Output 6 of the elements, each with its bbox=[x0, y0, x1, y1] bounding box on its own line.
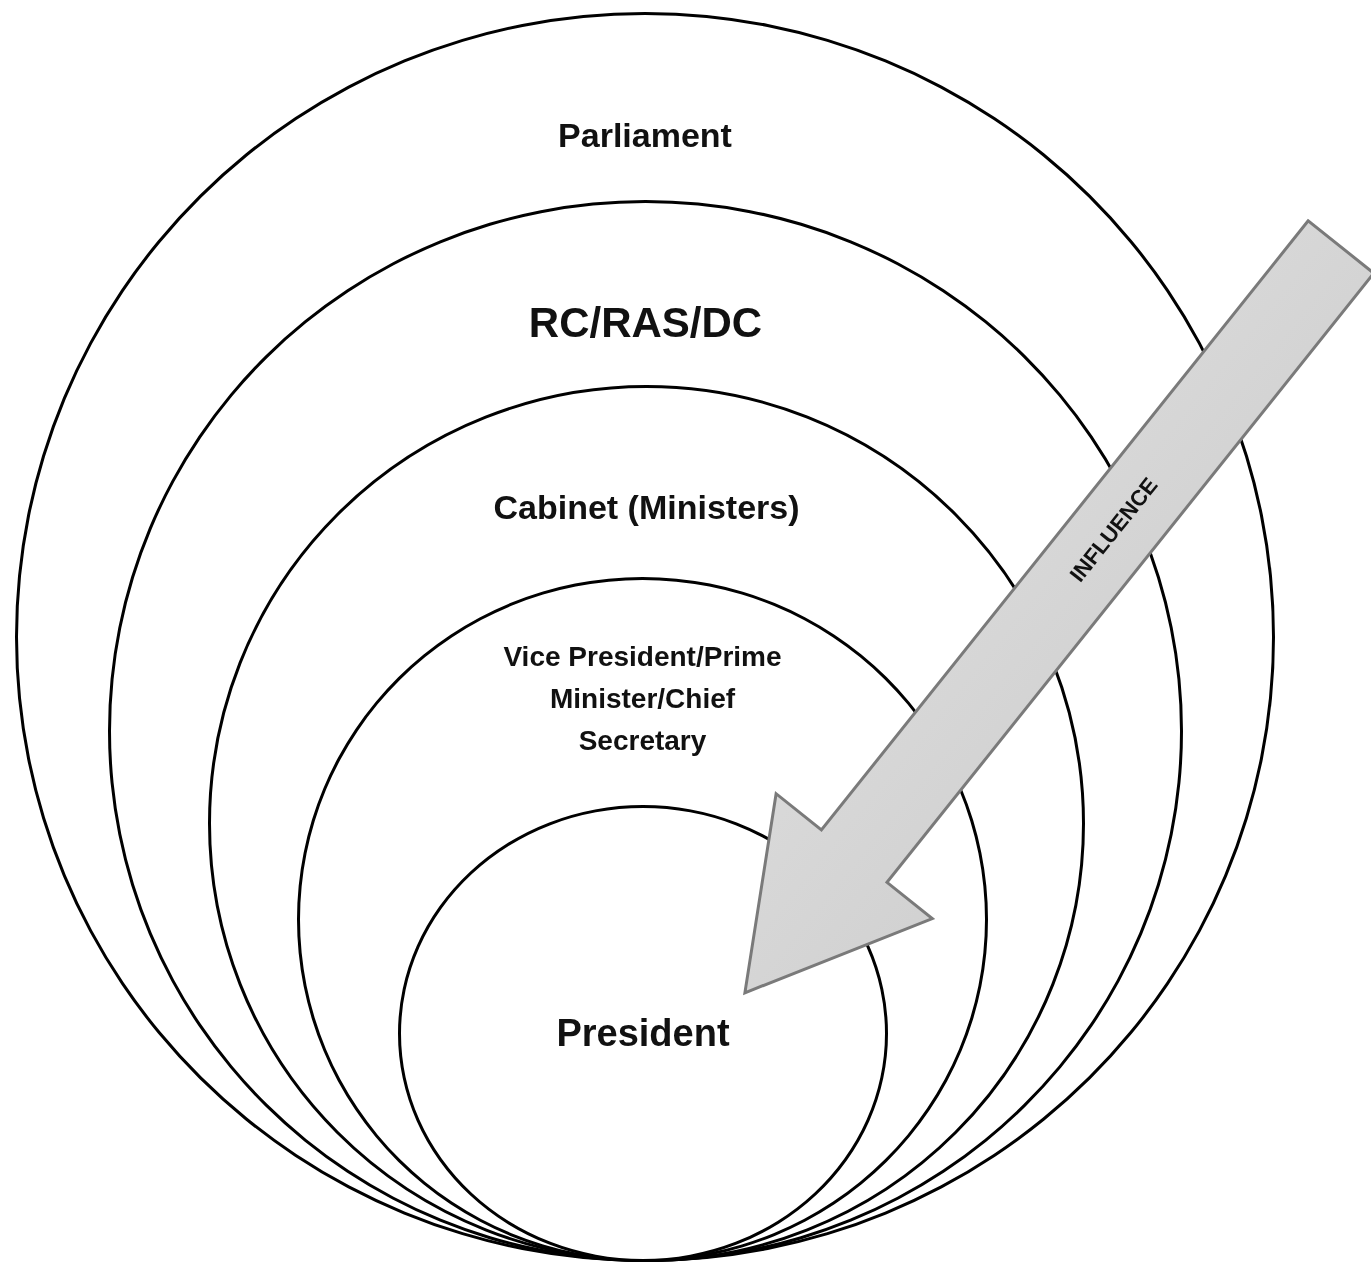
circle-label: President bbox=[555, 1010, 731, 1056]
influence-arrow bbox=[743, 218, 1371, 996]
circle-label: Cabinet (Ministers) bbox=[492, 486, 801, 528]
circle-label: Parliament bbox=[557, 114, 733, 156]
circle-label: RC/RAS/DC bbox=[527, 297, 764, 348]
circle-label: Vice President/Prime Minister/Chief Secretary bbox=[502, 640, 783, 758]
